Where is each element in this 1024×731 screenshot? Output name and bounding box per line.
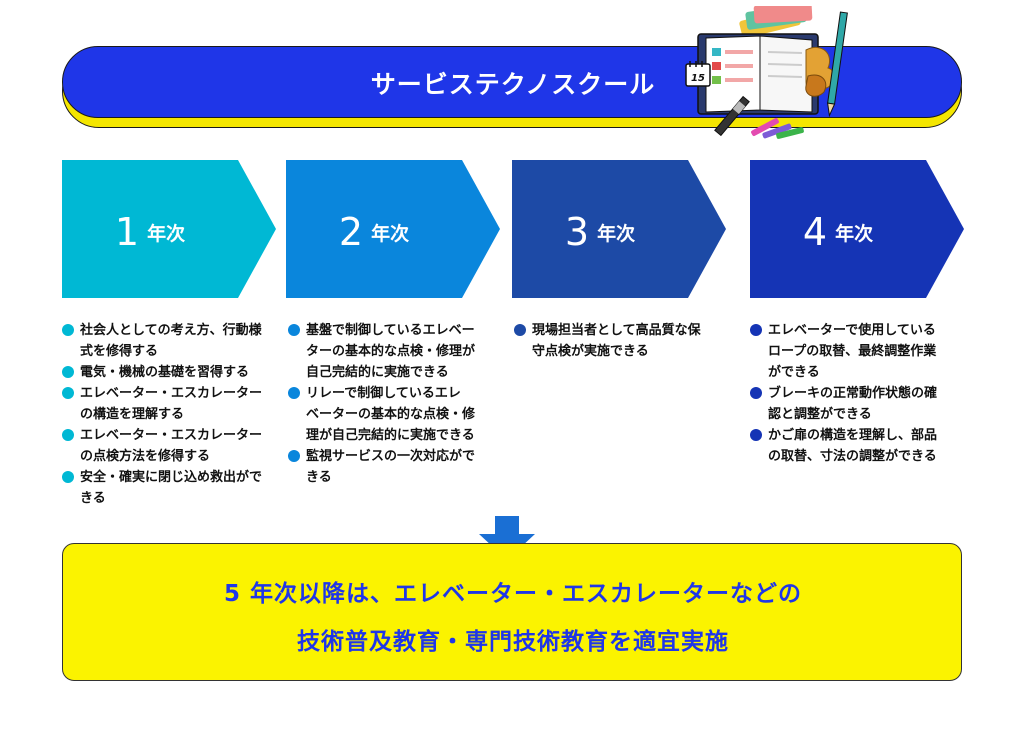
bullet-dot-icon <box>750 387 762 399</box>
year-2-arrow-shape <box>286 160 500 298</box>
summary-line-1: 5 年次以降は、エレベーター・エスカレーターなどの <box>223 581 802 607</box>
list-item: 社会人としての考え方、行動様式を修得する <box>62 320 282 362</box>
list-item-line: 安全・確実に閉じ込め救出がで <box>80 470 263 485</box>
bullet-dot-icon <box>288 450 300 462</box>
bullet-dot-icon <box>750 324 762 336</box>
year-3-arrow-shape <box>512 160 726 298</box>
crayons-icon <box>751 118 804 139</box>
list-item-line: 守点検が実施できる <box>532 344 649 359</box>
year-1-number: 1 <box>114 210 140 254</box>
list-item-line: エレベーター・エスカレーター <box>80 428 263 443</box>
list-item-line: きる <box>80 491 106 506</box>
down-arrow-icon <box>479 516 535 560</box>
year-1-list: 社会人としての考え方、行動様式を修得する電気・機械の基礎を習得するエレベーター・… <box>62 320 282 509</box>
year-4-label: 4 年次 <box>750 210 926 254</box>
bullet-dot-icon <box>514 324 526 336</box>
summary-box: 5 年次以降は、エレベーター・エスカレーターなどの 技術普及教育・専門技術教育を… <box>62 543 962 681</box>
year-3-arrow: 3 年次 <box>512 160 726 298</box>
list-item-line: 式を修得する <box>80 344 159 359</box>
bullet-dot-icon <box>288 387 300 399</box>
list-item: 基盤で制御しているエレベーターの基本的な点検・修理が自己完結的に実施できる <box>288 320 508 383</box>
year-4-suffix: 年次 <box>835 222 874 245</box>
list-item-line: 理が自己完結的に実施できる <box>306 428 475 443</box>
list-item: エレベーター・エスカレーターの点検方法を修得する <box>62 425 282 467</box>
year-1-arrow-shape <box>62 160 276 298</box>
bullet-dot-icon <box>62 366 74 378</box>
list-item-line: ロープの取替、最終調整作業 <box>768 344 937 359</box>
year-4-list: エレベーターで使用しているロープの取替、最終調整作業ができるブレーキの正常動作状… <box>750 320 970 467</box>
bullet-dot-icon <box>62 429 74 441</box>
list-item: かご扉の構造を理解し、部品の取替、寸法の調整ができる <box>750 425 970 467</box>
year-1-label: 1 年次 <box>62 210 238 254</box>
list-item-line: きる <box>306 470 332 485</box>
year-2-arrow: 2 年次 <box>286 160 500 298</box>
list-item: リレーで制御しているエレベーターの基本的な点検・修理が自己完結的に実施できる <box>288 383 508 446</box>
year-3-label: 3 年次 <box>512 210 688 254</box>
bullet-dot-icon <box>288 324 300 336</box>
list-item-line: の点検方法を修得する <box>80 449 211 464</box>
year-4-arrow: 4 年次 <box>750 160 964 298</box>
year-2-label: 2 年次 <box>286 210 462 254</box>
year-1-arrow-fill <box>62 160 276 298</box>
year-3-number: 3 <box>564 210 590 254</box>
list-item: 電気・機械の基礎を習得する <box>62 362 282 383</box>
year-1-suffix: 年次 <box>147 222 186 245</box>
list-item: 現場担当者として高品質な保守点検が実施できる <box>514 320 734 362</box>
bullet-dot-icon <box>62 471 74 483</box>
year-3-suffix: 年次 <box>597 222 636 245</box>
year-4-arrow-shape <box>750 160 964 298</box>
year-1-arrow: 1 年次 <box>62 160 276 298</box>
list-item-line: の構造を理解する <box>80 407 185 422</box>
list-item-line: ターの基本的な点検・修理が <box>306 344 476 359</box>
year-3-list: 現場担当者として高品質な保守点検が実施できる <box>514 320 734 362</box>
booklet-tabs-icon <box>739 6 813 39</box>
list-item-line: かご扉の構造を理解し、部品 <box>768 428 938 443</box>
list-item-line: ブレーキの正常動作状態の確 <box>768 386 938 401</box>
list-item-line: ベーターの基本的な点検・修 <box>306 407 476 422</box>
list-item-line: 電気・機械の基礎を習得する <box>80 365 250 380</box>
pencil-icon <box>827 11 848 118</box>
year-2-list: 基盤で制御しているエレベーターの基本的な点検・修理が自己完結的に実施できるリレー… <box>288 320 508 488</box>
list-item-line: リレーで制御しているエレ <box>306 386 461 401</box>
year-3-arrow-fill <box>512 160 726 298</box>
list-item: ブレーキの正常動作状態の確認と調整ができる <box>750 383 970 425</box>
bullet-dot-icon <box>750 429 762 441</box>
page-title: サービステクノスクール <box>370 70 656 99</box>
list-item-line: 自己完結的に実施できる <box>306 365 449 380</box>
list-item-line: 社会人としての考え方、行動様 <box>80 323 262 338</box>
list-item-line: 監視サービスの一次対応がで <box>306 449 476 464</box>
list-item-line: 現場担当者として高品質な保 <box>532 323 701 338</box>
pen-icon <box>714 95 750 137</box>
list-item: 監視サービスの一次対応ができる <box>288 446 508 488</box>
year-2-suffix: 年次 <box>371 222 410 245</box>
bullet-dot-icon <box>62 324 74 336</box>
list-item-line: 認と調整ができる <box>768 407 872 422</box>
year-2-arrow-fill <box>286 160 500 298</box>
calendar-page-number: 15 <box>691 73 705 84</box>
summary-line-2: 技術普及教育・専門技術教育を適宜実施 <box>297 629 729 655</box>
list-item-line: エレベーターで使用している <box>768 323 936 338</box>
list-item-line: の取替、寸法の調整ができる <box>768 449 937 464</box>
year-4-arrow-fill <box>750 160 964 298</box>
list-item-line: エレベーター・エスカレーター <box>80 386 263 401</box>
list-item: エレベーターで使用しているロープの取替、最終調整作業ができる <box>750 320 970 383</box>
list-item-line: ができる <box>768 365 820 380</box>
list-item: 安全・確実に閉じ込め救出ができる <box>62 467 282 509</box>
list-item-line: 基盤で制御しているエレベー <box>306 323 475 338</box>
year-4-number: 4 <box>802 210 828 254</box>
year-2-number: 2 <box>338 210 364 254</box>
bullet-dot-icon <box>62 387 74 399</box>
notebook-icon: 15 <box>685 6 848 139</box>
list-item: エレベーター・エスカレーターの構造を理解する <box>62 383 282 425</box>
